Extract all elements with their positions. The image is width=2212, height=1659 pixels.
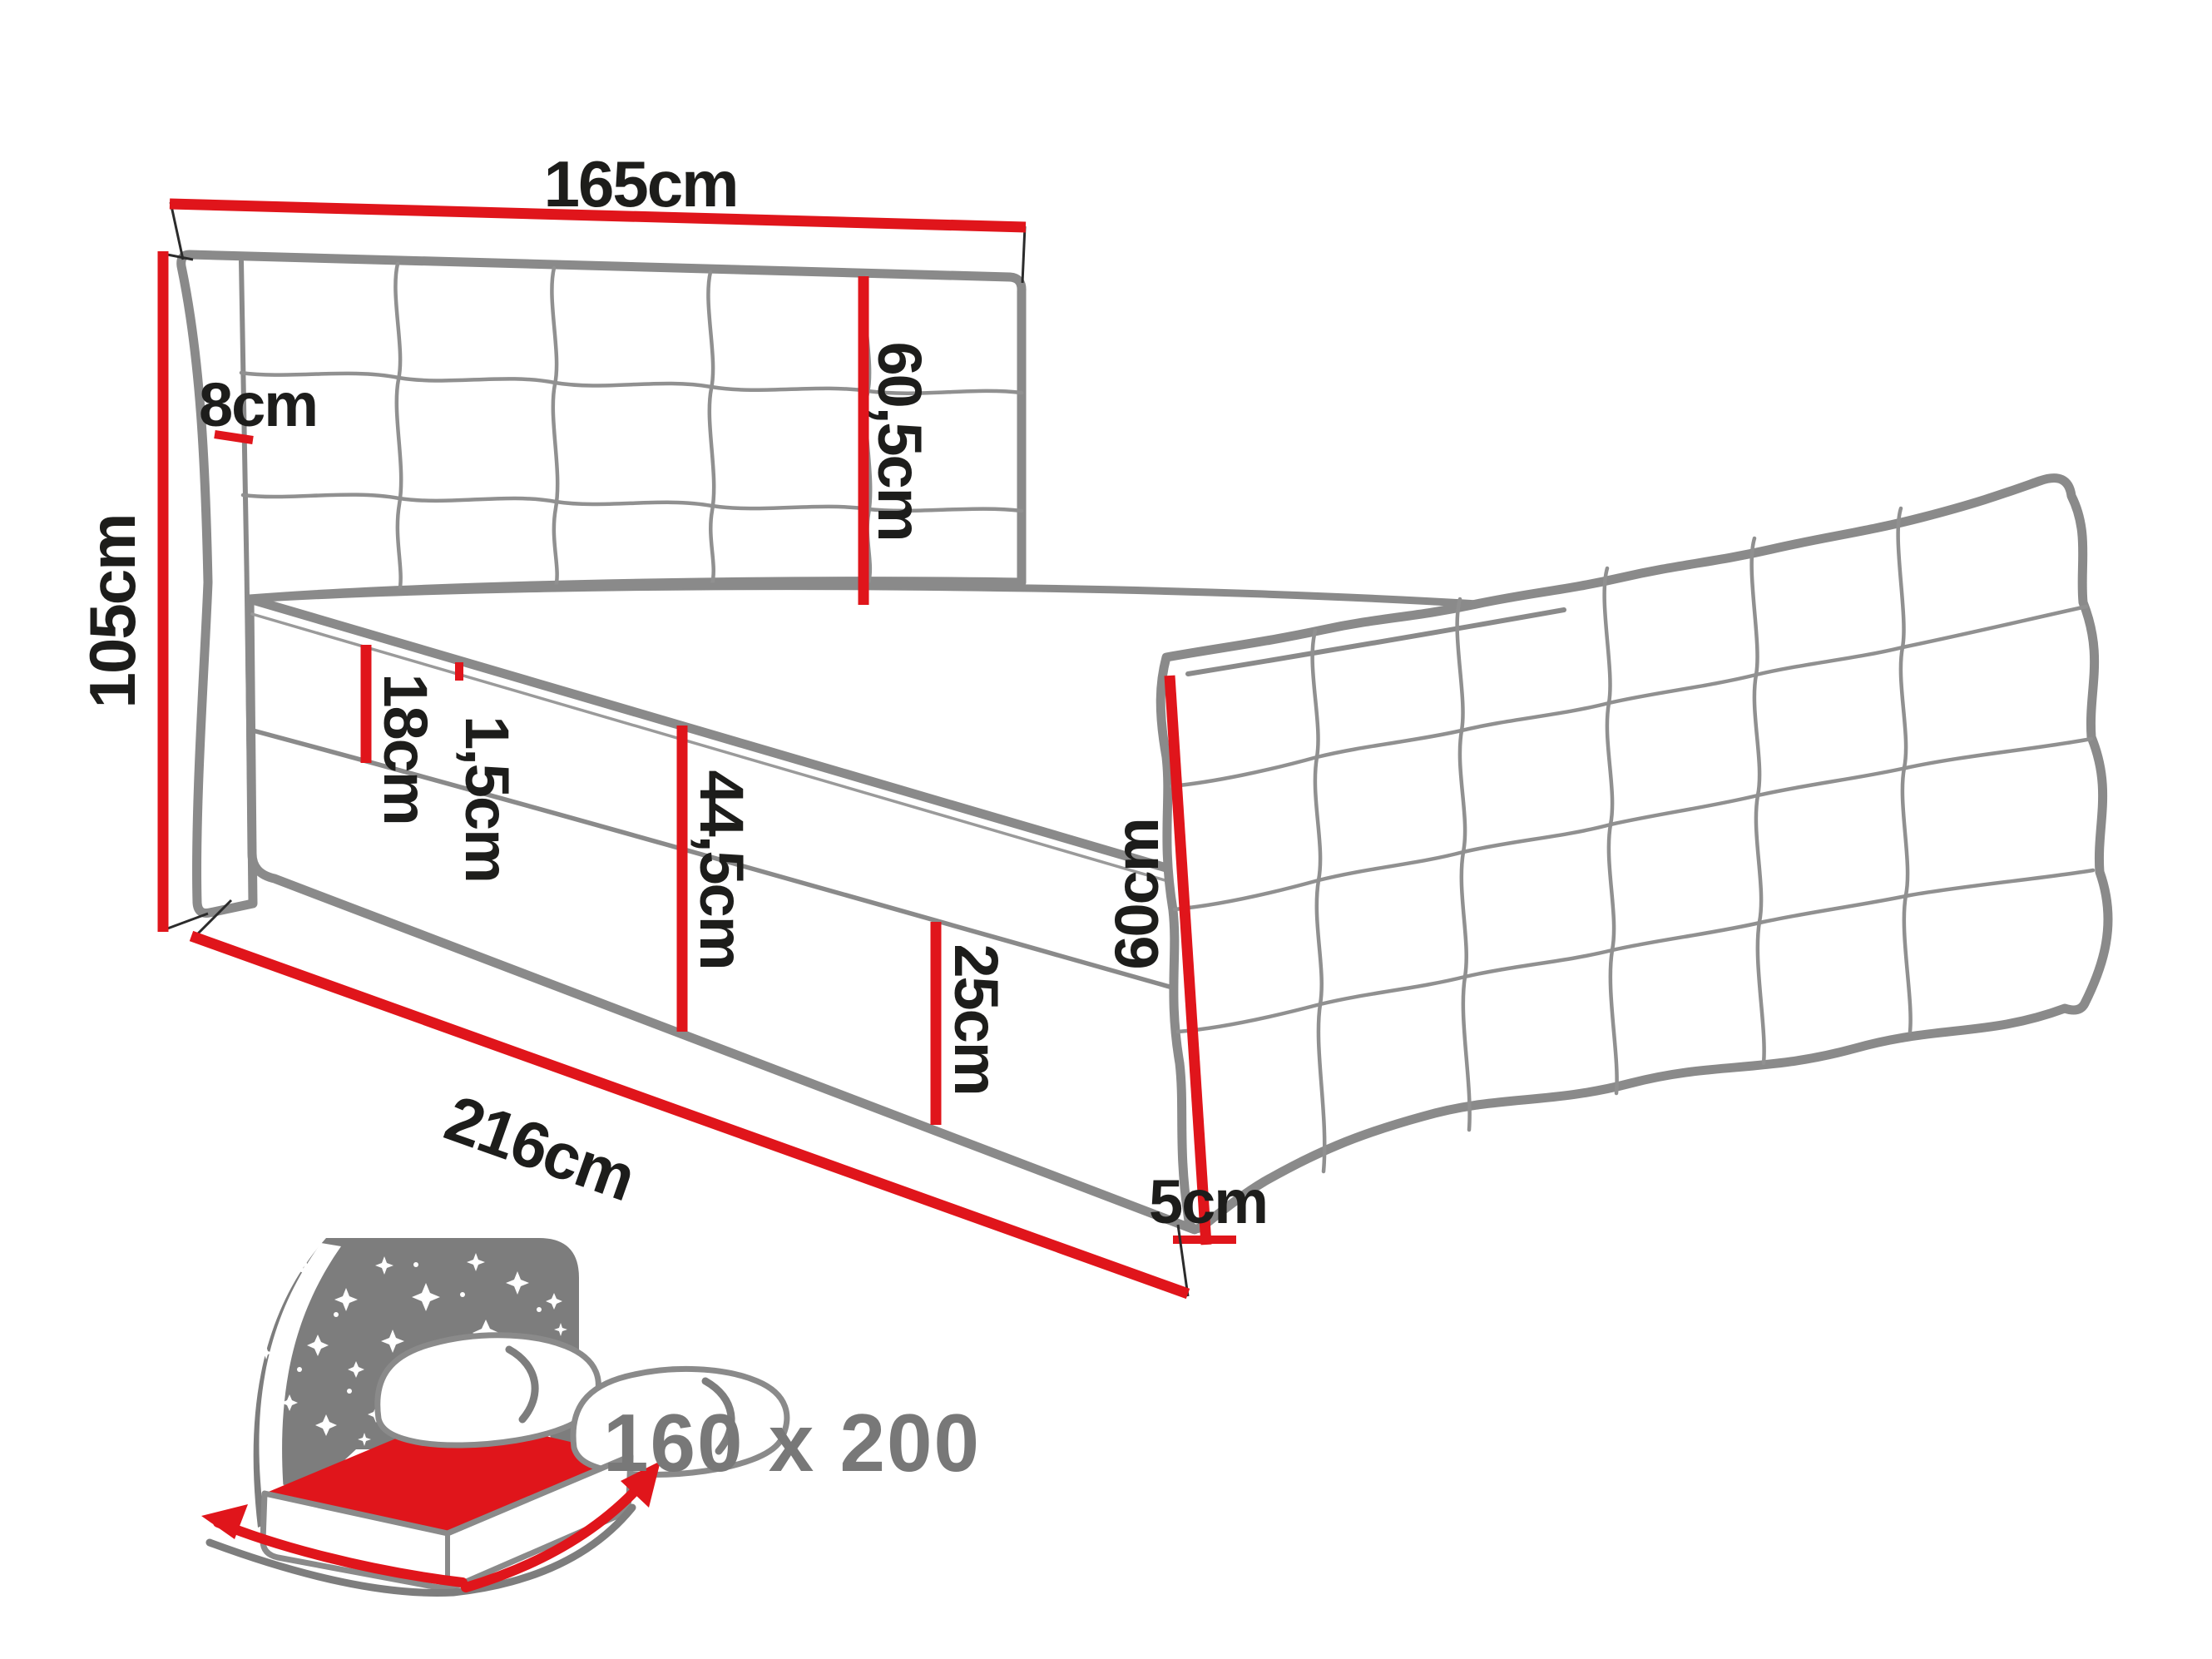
label-216: 216cm (437, 1081, 644, 1215)
tick-8 (214, 430, 254, 444)
footboard-seam-h3 (1175, 868, 2096, 1034)
dim-mattress-lip: 1,5cm (453, 662, 522, 882)
line-60 (1164, 675, 1212, 1245)
ext-165-right (1021, 225, 1027, 284)
headboard-seam-h1 (239, 370, 1024, 395)
dim-side-height: 44,5cm (676, 726, 756, 1032)
ext-105-bottom (162, 912, 209, 932)
headboard-seam-v2 (550, 265, 560, 590)
footboard-inner-top-edge (1185, 607, 1566, 676)
label-5: 5cm (1149, 1167, 1267, 1236)
ext-216-left (191, 899, 233, 940)
mattress-box-seam (250, 728, 1184, 993)
bed-drawing (176, 250, 2113, 1235)
label-18: 18cm (371, 673, 440, 824)
dim-box-height: 25cm (930, 922, 1011, 1125)
pillow-left-fold (505, 1345, 539, 1424)
mattress-size-label: 160 x 200 (603, 1397, 981, 1488)
line-165 (169, 198, 1027, 233)
picto-box-edges (262, 1453, 633, 1580)
picto-arrow-width-head (201, 1504, 248, 1539)
panel-swoosh (259, 1243, 341, 1523)
headboard-seam-v3 (706, 270, 716, 587)
label-44-5: 44,5cm (687, 770, 756, 969)
mattress-back-edge (245, 582, 1568, 614)
mattress-front-edge (245, 595, 1179, 874)
picto-arrows (201, 1461, 661, 1592)
headboard-seam-v1 (393, 261, 403, 595)
headboard-seam-h2 (240, 493, 1024, 513)
line-216 (189, 930, 1190, 1300)
pillow-left (374, 1332, 601, 1449)
footboard-seam-h1 (1169, 604, 2089, 789)
ext-216-right (1176, 1224, 1190, 1297)
picto-arrow-length (461, 1473, 652, 1592)
label-105: 105cm (76, 515, 149, 709)
mattress-size-pictogram: 160 x 200 (201, 1238, 981, 1597)
dim-mattress-height: 18cm (360, 645, 440, 825)
footboard (1155, 473, 2113, 1234)
picto-pillows (374, 1332, 790, 1478)
mattress-lip-line (250, 612, 1178, 885)
dim-headboard-panel: 60,5cm (858, 276, 934, 605)
picto-arrow-width (213, 1518, 468, 1587)
picto-mattress-top (265, 1414, 631, 1533)
label-1-5: 1,5cm (453, 716, 522, 882)
pillow-right-fold (701, 1377, 735, 1455)
bed-base-side (245, 594, 1200, 1235)
label-25: 25cm (942, 943, 1011, 1094)
label-8: 8cm (199, 370, 317, 439)
footboard-seam-h2 (1172, 736, 2094, 912)
ext-165-left (169, 201, 185, 260)
label-165: 165cm (544, 147, 738, 220)
base-side-face (245, 594, 1200, 1235)
dim-total-height: 105cm (76, 251, 209, 932)
label-60-5: 60,5cm (865, 342, 934, 541)
dim-headboard-side: 8cm (199, 370, 319, 444)
picto-arrow-length-head (621, 1461, 661, 1508)
label-60: 60cm (1102, 819, 1171, 969)
picto-floor-shadow (205, 1503, 636, 1597)
footboard-outline (1155, 473, 2113, 1234)
dim-headboard-width: 165cm (169, 147, 1027, 284)
dim-footboard-height: 60cm 5cm (1102, 675, 1269, 1245)
